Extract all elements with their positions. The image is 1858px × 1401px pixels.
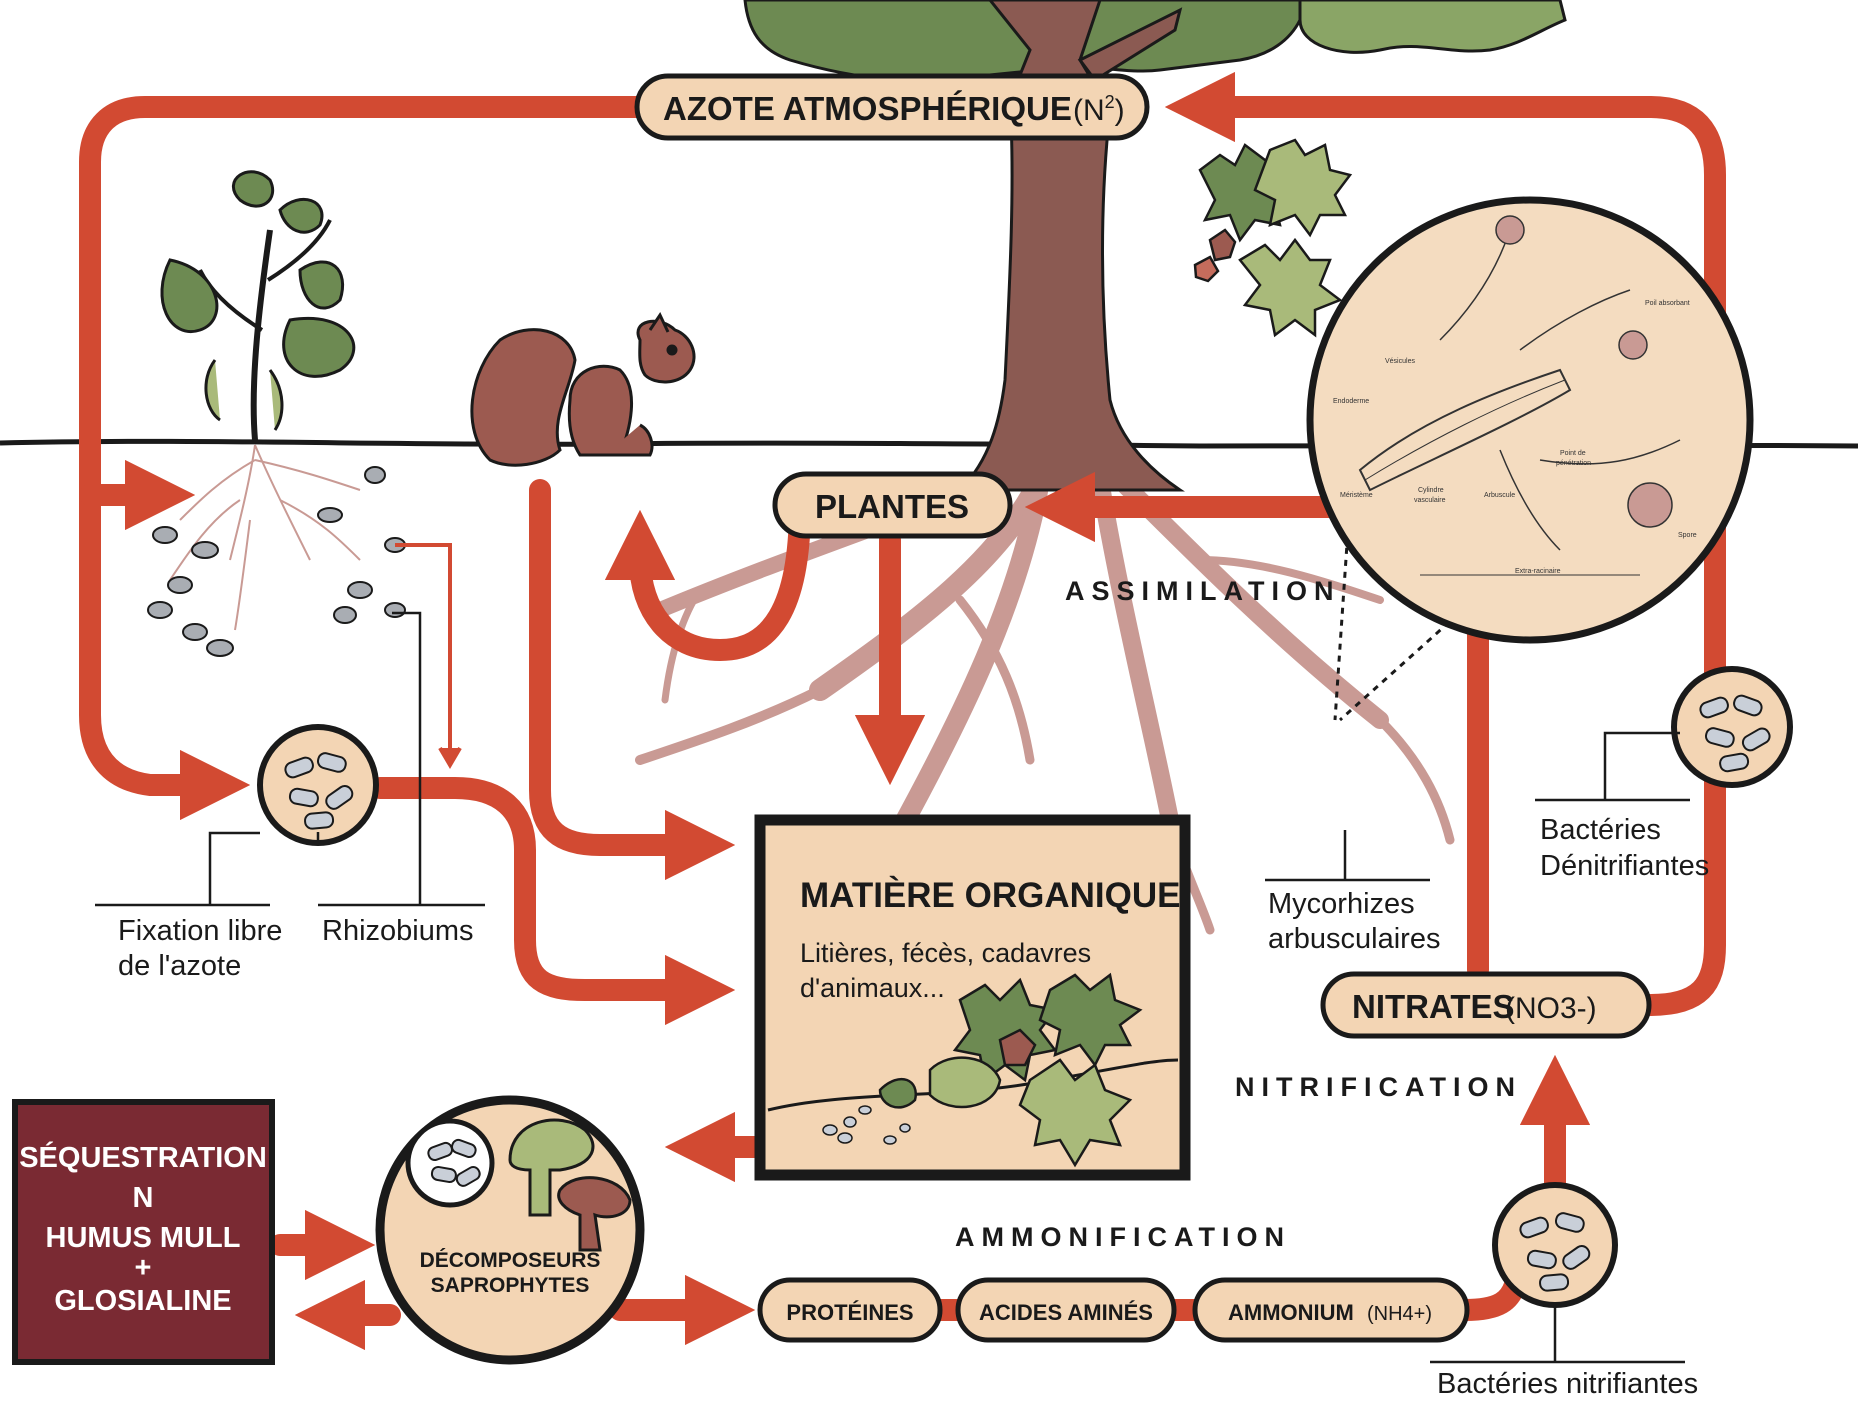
rhizobium-connector bbox=[395, 545, 460, 765]
caption-rhizobiums: Rhizobiums bbox=[322, 915, 474, 947]
decomposers-line2: SAPROPHYTES bbox=[431, 1274, 590, 1297]
nitrates-formula: (NO3-) bbox=[1505, 992, 1597, 1025]
sequestration-line3: HUMUS MULL bbox=[46, 1222, 241, 1254]
organic-matter-desc-1: Litières, fécès, cadavres bbox=[800, 938, 1091, 968]
inset-label-extra: Extra-racinaire bbox=[1515, 568, 1561, 575]
atmospheric-nitrogen-label: AZOTE ATMOSPHÉRIQUE bbox=[663, 90, 1072, 127]
decomposers-circle: DÉCOMPOSEURS SAPROPHYTES bbox=[380, 1100, 640, 1360]
node-ammonium: AMMONIUM (NH4+) bbox=[1195, 1280, 1467, 1340]
process-ammonification: AMMONIFICATION bbox=[955, 1222, 1291, 1252]
caption-free-fixation-2: de l'azote bbox=[118, 950, 241, 982]
sequestration-line4: + bbox=[135, 1252, 152, 1284]
proteins-label: PROTÉINES bbox=[786, 1300, 913, 1325]
caption-denitrifying-2: Dénitrifiantes bbox=[1540, 850, 1709, 882]
process-assimilation: ASSIMILATION bbox=[1065, 576, 1341, 606]
inset-label-endoderme: Endoderme bbox=[1333, 398, 1369, 405]
inset-label-cylindre-1: Cylindre bbox=[1418, 487, 1444, 494]
atmospheric-nitrogen-formula-suffix: ) bbox=[1115, 94, 1125, 127]
arrow-squirrel-to-organic bbox=[540, 490, 700, 845]
sequestration-line5: GLOSIALINE bbox=[54, 1285, 231, 1317]
bean-plant bbox=[162, 172, 354, 440]
mycorrhiza-inset bbox=[1310, 200, 1750, 720]
atmospheric-nitrogen-formula-prefix: (N bbox=[1073, 94, 1105, 127]
inset-label-point-1: Point de bbox=[1560, 450, 1586, 457]
maple-branch bbox=[1195, 140, 1350, 335]
bacteria-nitrifying-circle bbox=[1495, 1185, 1615, 1305]
process-nitrification: NITRIFICATION bbox=[1235, 1072, 1522, 1102]
ammonium-label: AMMONIUM bbox=[1228, 1300, 1354, 1325]
node-amino-acids: ACIDES AMINÉS bbox=[958, 1280, 1174, 1340]
root-nodules bbox=[148, 467, 405, 656]
arrow-ammonium-to-nitrifiers bbox=[1465, 1285, 1515, 1310]
node-atmospheric-nitrogen: AZOTE ATMOSPHÉRIQUE (N2) bbox=[637, 76, 1147, 138]
nitrates-label: NITRATES bbox=[1352, 988, 1515, 1025]
inset-label-vesicules: Vésicules bbox=[1385, 358, 1415, 365]
ammonium-formula: (NH4+) bbox=[1367, 1303, 1432, 1325]
atmospheric-nitrogen-formula-sup: 2 bbox=[1105, 92, 1115, 112]
node-plants: PLANTES bbox=[775, 474, 1010, 536]
svg-text:(N2): (N2) bbox=[1073, 92, 1125, 127]
organic-matter-desc-2: d'animaux... bbox=[800, 973, 945, 1003]
node-nitrates: NITRATES (NO3-) bbox=[1323, 974, 1649, 1036]
caption-free-fixation-1: Fixation libre bbox=[118, 915, 282, 947]
amino-acids-label: ACIDES AMINÉS bbox=[979, 1300, 1153, 1325]
decomposers-line1: DÉCOMPOSEURS bbox=[420, 1249, 601, 1272]
inset-label-spore: Spore bbox=[1678, 532, 1697, 539]
inset-label-cylindre-2: vasculaire bbox=[1414, 497, 1446, 504]
node-proteins: PROTÉINES bbox=[760, 1280, 940, 1340]
inset-label-poil: Poil absorbant bbox=[1645, 300, 1690, 307]
caption-mycorrhizae-1: Mycorhizes bbox=[1268, 888, 1415, 920]
caption-denitrifying-1: Bactéries bbox=[1540, 814, 1661, 846]
bacteria-fixation-circle bbox=[260, 727, 376, 843]
node-organic-matter: MATIÈRE ORGANIQUE Litières, fécès, cadav… bbox=[760, 820, 1185, 1175]
inset-label-point-2: pénétration bbox=[1556, 460, 1591, 467]
sequestration-line2: N bbox=[133, 1182, 154, 1214]
caption-mycorrhizae-2: arbusculaires bbox=[1268, 923, 1440, 955]
organic-matter-title: MATIÈRE ORGANIQUE bbox=[800, 875, 1180, 915]
inset-label-arbuscule: Arbuscule bbox=[1484, 492, 1515, 499]
inset-label-meristeme: Méristème bbox=[1340, 492, 1373, 499]
sequestration-line1: SÉQUESTRATION bbox=[19, 1140, 267, 1174]
bean-roots bbox=[170, 445, 360, 630]
plants-label: PLANTES bbox=[815, 488, 969, 525]
bacteria-denitrifying-circle bbox=[1674, 669, 1790, 785]
node-sequestration: SÉQUESTRATION N HUMUS MULL + GLOSIALINE bbox=[15, 1102, 272, 1362]
caption-nitrifying: Bactéries nitrifiantes bbox=[1437, 1368, 1698, 1400]
